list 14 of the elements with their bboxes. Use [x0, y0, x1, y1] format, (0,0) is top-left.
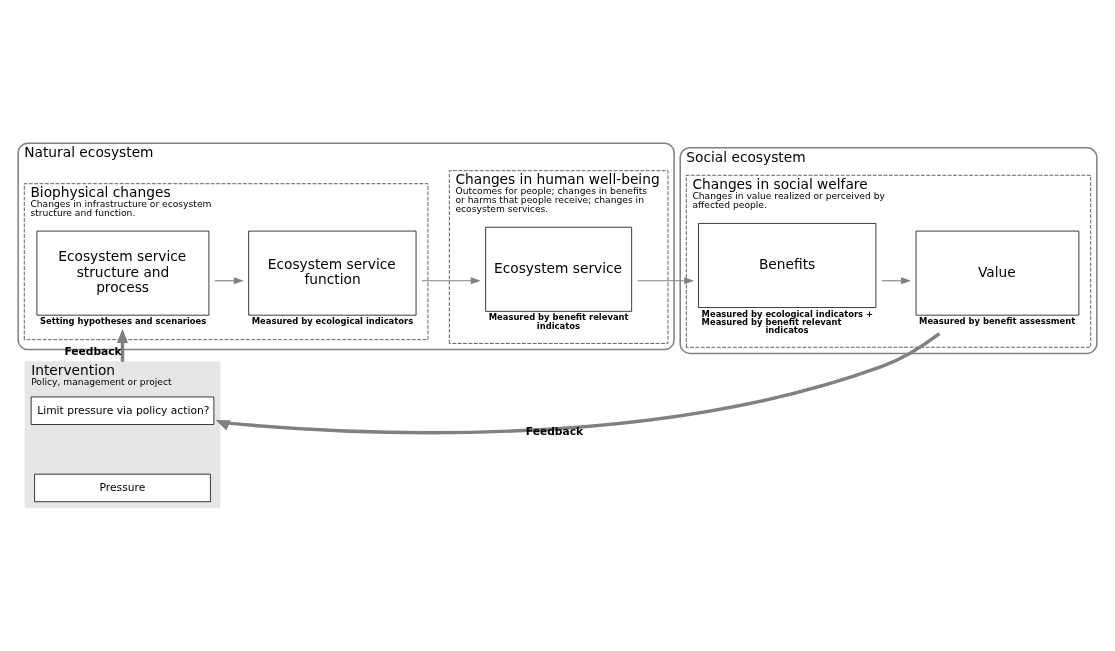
node-label: Setting hypotheses and scenarioes: [39, 316, 207, 327]
node-label: Measured by ecological indicators + Measured by benefit relevant indicatos: [701, 308, 874, 336]
arrow: [214, 277, 244, 285]
node-box: Limit pressure via policy action?: [30, 396, 215, 425]
node-label: Measured by benefit assessment: [919, 316, 1076, 327]
arrow: [881, 277, 912, 285]
arrow: [637, 277, 695, 285]
arrow: [116, 328, 129, 362]
node-box: Pressure: [34, 473, 211, 503]
node-label: Measured by ecological indicators: [251, 316, 414, 327]
edge-label: Feedback: [525, 424, 584, 438]
arrow: [215, 332, 941, 435]
node-label: Measured by benefit relevant indicatos: [488, 312, 629, 331]
arrow: [421, 277, 481, 285]
